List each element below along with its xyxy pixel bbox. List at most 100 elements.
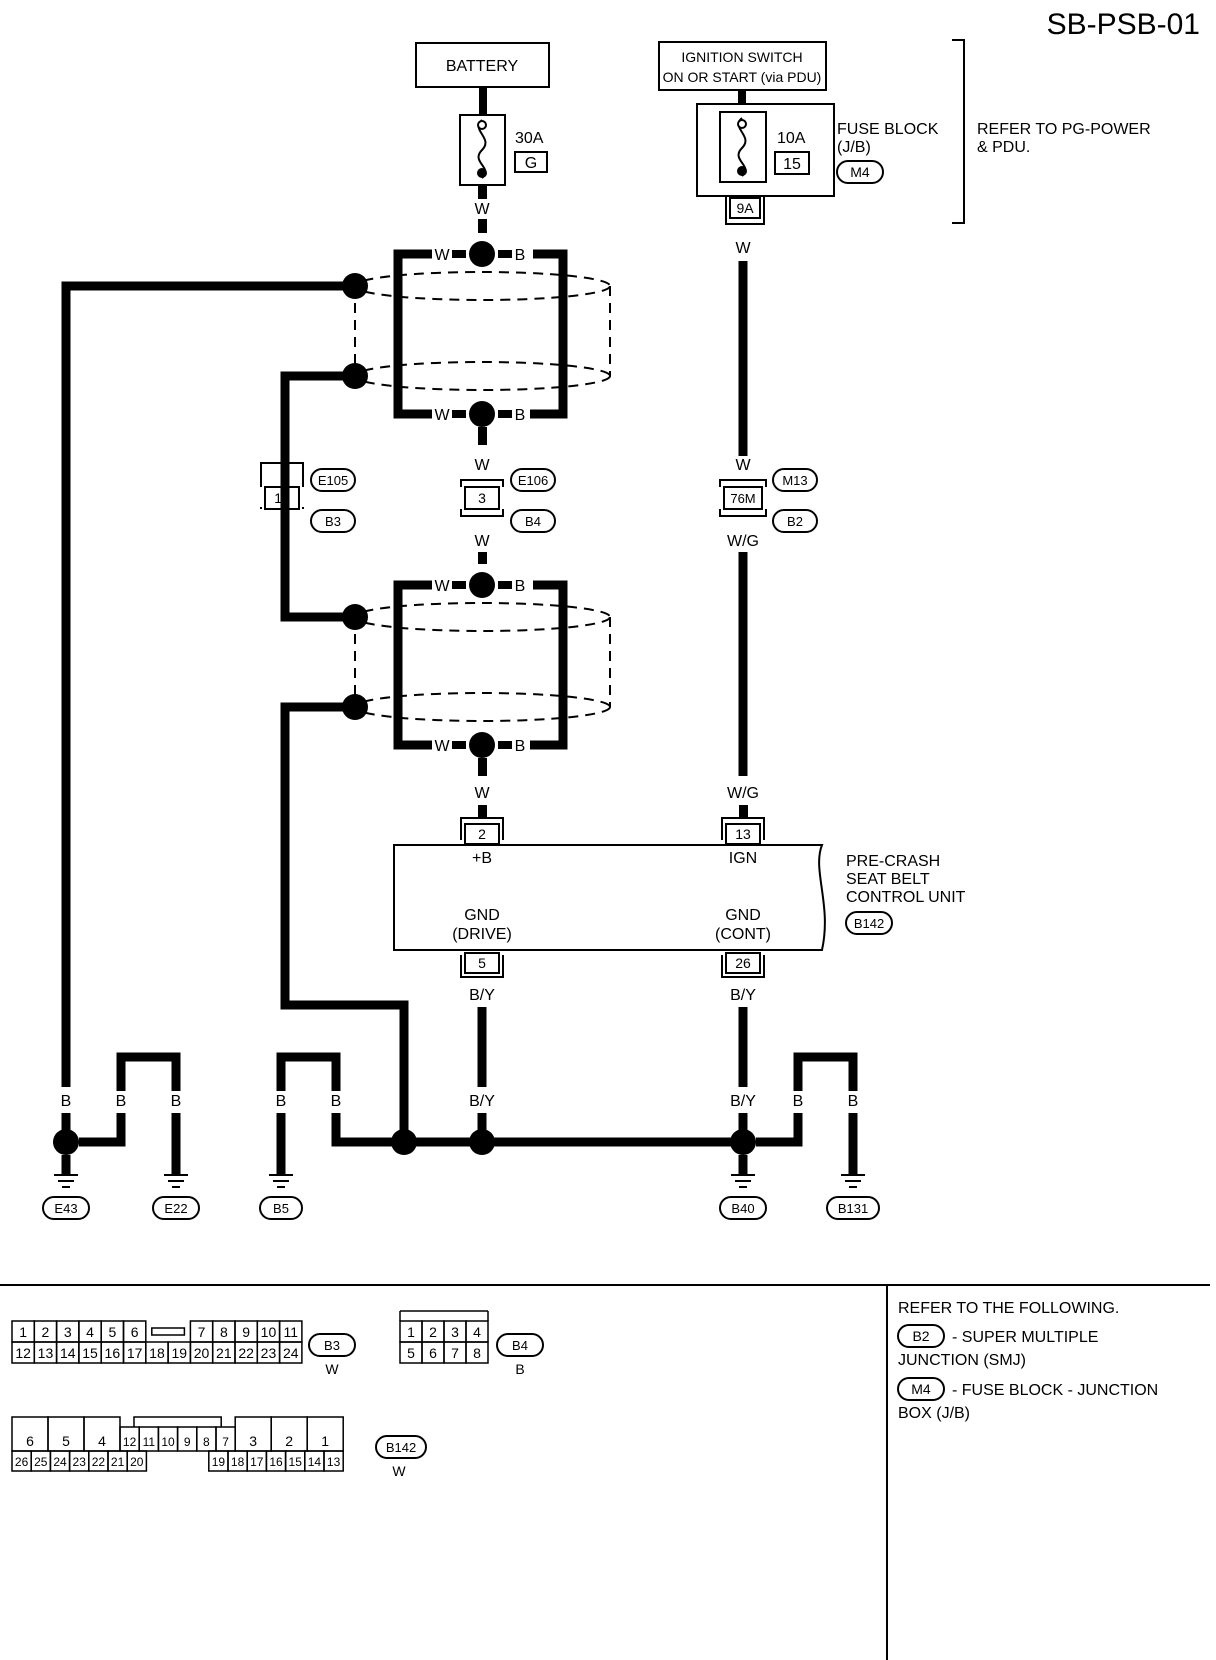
ground-wiring: B/Y B/Y B/Y B/Y B B B B B B B: [53, 987, 858, 1175]
ground-b5: B5: [259, 1174, 303, 1220]
b4-pin-7-label: 7: [451, 1345, 459, 1361]
b3-pin-8-label: 8: [220, 1324, 228, 1340]
b4-pin-1-label: 1: [407, 1324, 415, 1340]
reference-b2-conn: B2: [912, 1328, 929, 1344]
fuse-block-label-2: (J/B): [837, 139, 871, 156]
cu-gnd-cont-2: (CONT): [715, 926, 771, 943]
b3-pin-22-label: 22: [238, 1345, 254, 1361]
wire-color-b-b5a: B: [276, 1093, 287, 1110]
ground-b40: B40: [719, 1174, 767, 1220]
b142-pin-20-cell: [126, 1450, 148, 1472]
b2-conn: B2: [787, 514, 803, 529]
b3-pin-2-label: 2: [42, 1324, 50, 1340]
b142-pin-18-label: 18: [231, 1455, 245, 1469]
battery-label: BATTERY: [446, 58, 519, 75]
refer-pg-power-2: & PDU.: [977, 139, 1030, 156]
b3-key-slot: [151, 1327, 186, 1336]
wire-color-w-5: W: [474, 785, 490, 802]
connector-e105: 15 E105 B3: [260, 462, 356, 533]
b142-pin-2-label: 2: [285, 1433, 293, 1449]
wire-color-by-3: B/Y: [469, 1093, 495, 1110]
connector-e106: W 3 E106 B4 W: [460, 457, 556, 564]
connector-m13: W 76M M13 B2 W/G: [719, 457, 818, 550]
reference-m4-line1: - FUSE BLOCK - JUNCTION: [952, 1382, 1158, 1399]
wire-color-b-b131b: B: [848, 1093, 859, 1110]
b4-conn: B4: [525, 514, 541, 529]
wire-color-by-2: B/Y: [730, 987, 756, 1004]
b3-pin-12-label: 12: [15, 1345, 31, 1361]
m13-conn: M13: [782, 473, 807, 488]
b142-pin-26-label: 26: [15, 1455, 29, 1469]
ground-b40-label: B40: [731, 1201, 754, 1216]
b142-pin-15-label: 15: [289, 1455, 303, 1469]
cu-gnd-cont-1: GND: [725, 907, 761, 924]
fuse-g: 30A G W: [459, 114, 548, 233]
ground-e43: E43: [42, 1174, 90, 1220]
b3-pin-21-label: 21: [216, 1345, 232, 1361]
lower-top-w: W: [434, 578, 450, 595]
wire-color-w-2: W: [474, 457, 490, 474]
control-unit: 2 +B 13 IGN GND (DRIVE) GND (CONT) 5 26 …: [393, 805, 966, 978]
cu-name-1: PRE-CRASH: [846, 853, 940, 870]
lower-bot-w: W: [434, 738, 450, 755]
fuse-g-id: G: [525, 155, 537, 172]
b3-pin-4-label: 4: [86, 1324, 94, 1340]
b4-pin-8-label: 8: [473, 1345, 481, 1361]
shield-drain-wires: [61, 281, 409, 1142]
ignition-label-1: IGNITION SWITCH: [681, 49, 802, 65]
upper-bot-b: B: [515, 407, 526, 424]
wire-color-b-b131a: B: [793, 1093, 804, 1110]
b142-pin-17-label: 17: [250, 1455, 264, 1469]
b142-pin-7-label: 7: [222, 1435, 229, 1449]
cu-pin-gnd-drive: 5: [478, 955, 486, 971]
cu-pin-b: 2: [478, 826, 486, 842]
b142-pin-4-label: 4: [98, 1433, 106, 1449]
reference-m4-line2: BOX (J/B): [898, 1405, 970, 1422]
b4-pin-3-label: 3: [451, 1324, 459, 1340]
b142-pin-11-label: 11: [143, 1435, 156, 1449]
page-title: SB-PSB-01: [1047, 8, 1200, 41]
b4-pin-5-label: 5: [407, 1345, 415, 1361]
b142-pin-23-label: 23: [73, 1455, 87, 1469]
cu-pin-ign: 13: [735, 826, 751, 842]
reference-heading: REFER TO THE FOLLOWING.: [898, 1300, 1119, 1317]
b142-pin-14-label: 14: [308, 1455, 322, 1469]
b4-pin-4-label: 4: [473, 1324, 481, 1340]
b142-pin-3-label: 3: [249, 1433, 257, 1449]
lower-bot-b: B: [515, 738, 526, 755]
b142-pin-9-label: 9: [184, 1435, 191, 1449]
wire-color-w-3: W: [474, 533, 490, 550]
cu-pin-ign-label: IGN: [729, 850, 757, 867]
b3-pin-16-label: 16: [105, 1345, 121, 1361]
wire-color-b-e22a: B: [116, 1093, 127, 1110]
b142-pin-10-label: 10: [161, 1435, 175, 1449]
cu-gnd-drive-1: GND: [464, 907, 500, 924]
b3-pin-14-label: 14: [60, 1345, 76, 1361]
fuse-block-terminal: 9A: [736, 200, 754, 216]
ignition-wire: W/G: [727, 261, 759, 802]
ground-e43-label: E43: [54, 1201, 77, 1216]
reference-b2-line2: JUNCTION (SMJ): [898, 1352, 1026, 1369]
wire-color-wg-2: W/G: [727, 785, 759, 802]
e106-pin: 3: [478, 490, 486, 506]
face-b4-id: B4: [512, 1338, 528, 1353]
wire-color-b-b5b: B: [331, 1093, 342, 1110]
b142-pin-25-label: 25: [34, 1455, 48, 1469]
cu-name-2: SEAT BELT: [846, 871, 930, 888]
lower-top-b: B: [515, 578, 526, 595]
b142-pin-12-label: 12: [123, 1435, 137, 1449]
refer-pg-power-1: REFER TO PG-POWER: [977, 121, 1151, 138]
b142-pin-8-label: 8: [203, 1435, 210, 1449]
face-b142-id: B142: [386, 1440, 416, 1455]
fuse-block-label-1: FUSE BLOCK: [837, 121, 939, 138]
b4-pin-6-label: 6: [429, 1345, 437, 1361]
b3-conn: B3: [325, 514, 341, 529]
b3-pin-11-label: 11: [283, 1324, 298, 1340]
cu-gnd-drive-2: (DRIVE): [452, 926, 512, 943]
cu-conn: B142: [854, 916, 884, 931]
m13-pin: 76M: [730, 491, 755, 506]
upper-top-b: B: [515, 247, 526, 264]
